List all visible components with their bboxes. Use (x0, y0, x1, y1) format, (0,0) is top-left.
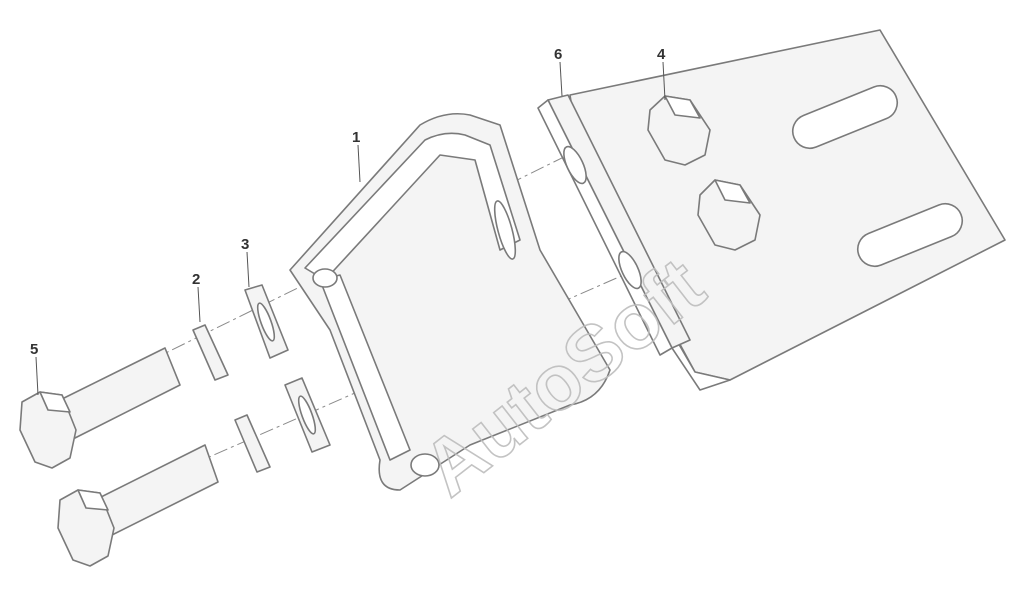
part-1-bracket (289, 112, 611, 491)
callout-leaders (35, 61, 666, 396)
part-5-bolt-lower (57, 444, 219, 567)
part-4-nut-upper (647, 95, 711, 166)
part-3-washer-upper (244, 284, 289, 359)
part-4-nut-lower (697, 179, 761, 251)
part-2-lockwasher-lower (234, 414, 271, 473)
part-2-lockwasher-upper (192, 324, 229, 381)
slot-upper (791, 84, 899, 150)
part-6-plate (537, 94, 691, 356)
callout-3: 3 (241, 236, 249, 253)
callout-6: 6 (554, 46, 562, 63)
part-3-washer-lower (284, 377, 331, 453)
callout-4: 4 (657, 46, 666, 63)
callout-1: 1 (352, 129, 360, 146)
part-5-bolt-upper (19, 347, 181, 469)
slot-lower (856, 202, 964, 268)
callout-2: 2 (192, 271, 200, 288)
callout-5: 5 (30, 341, 38, 358)
